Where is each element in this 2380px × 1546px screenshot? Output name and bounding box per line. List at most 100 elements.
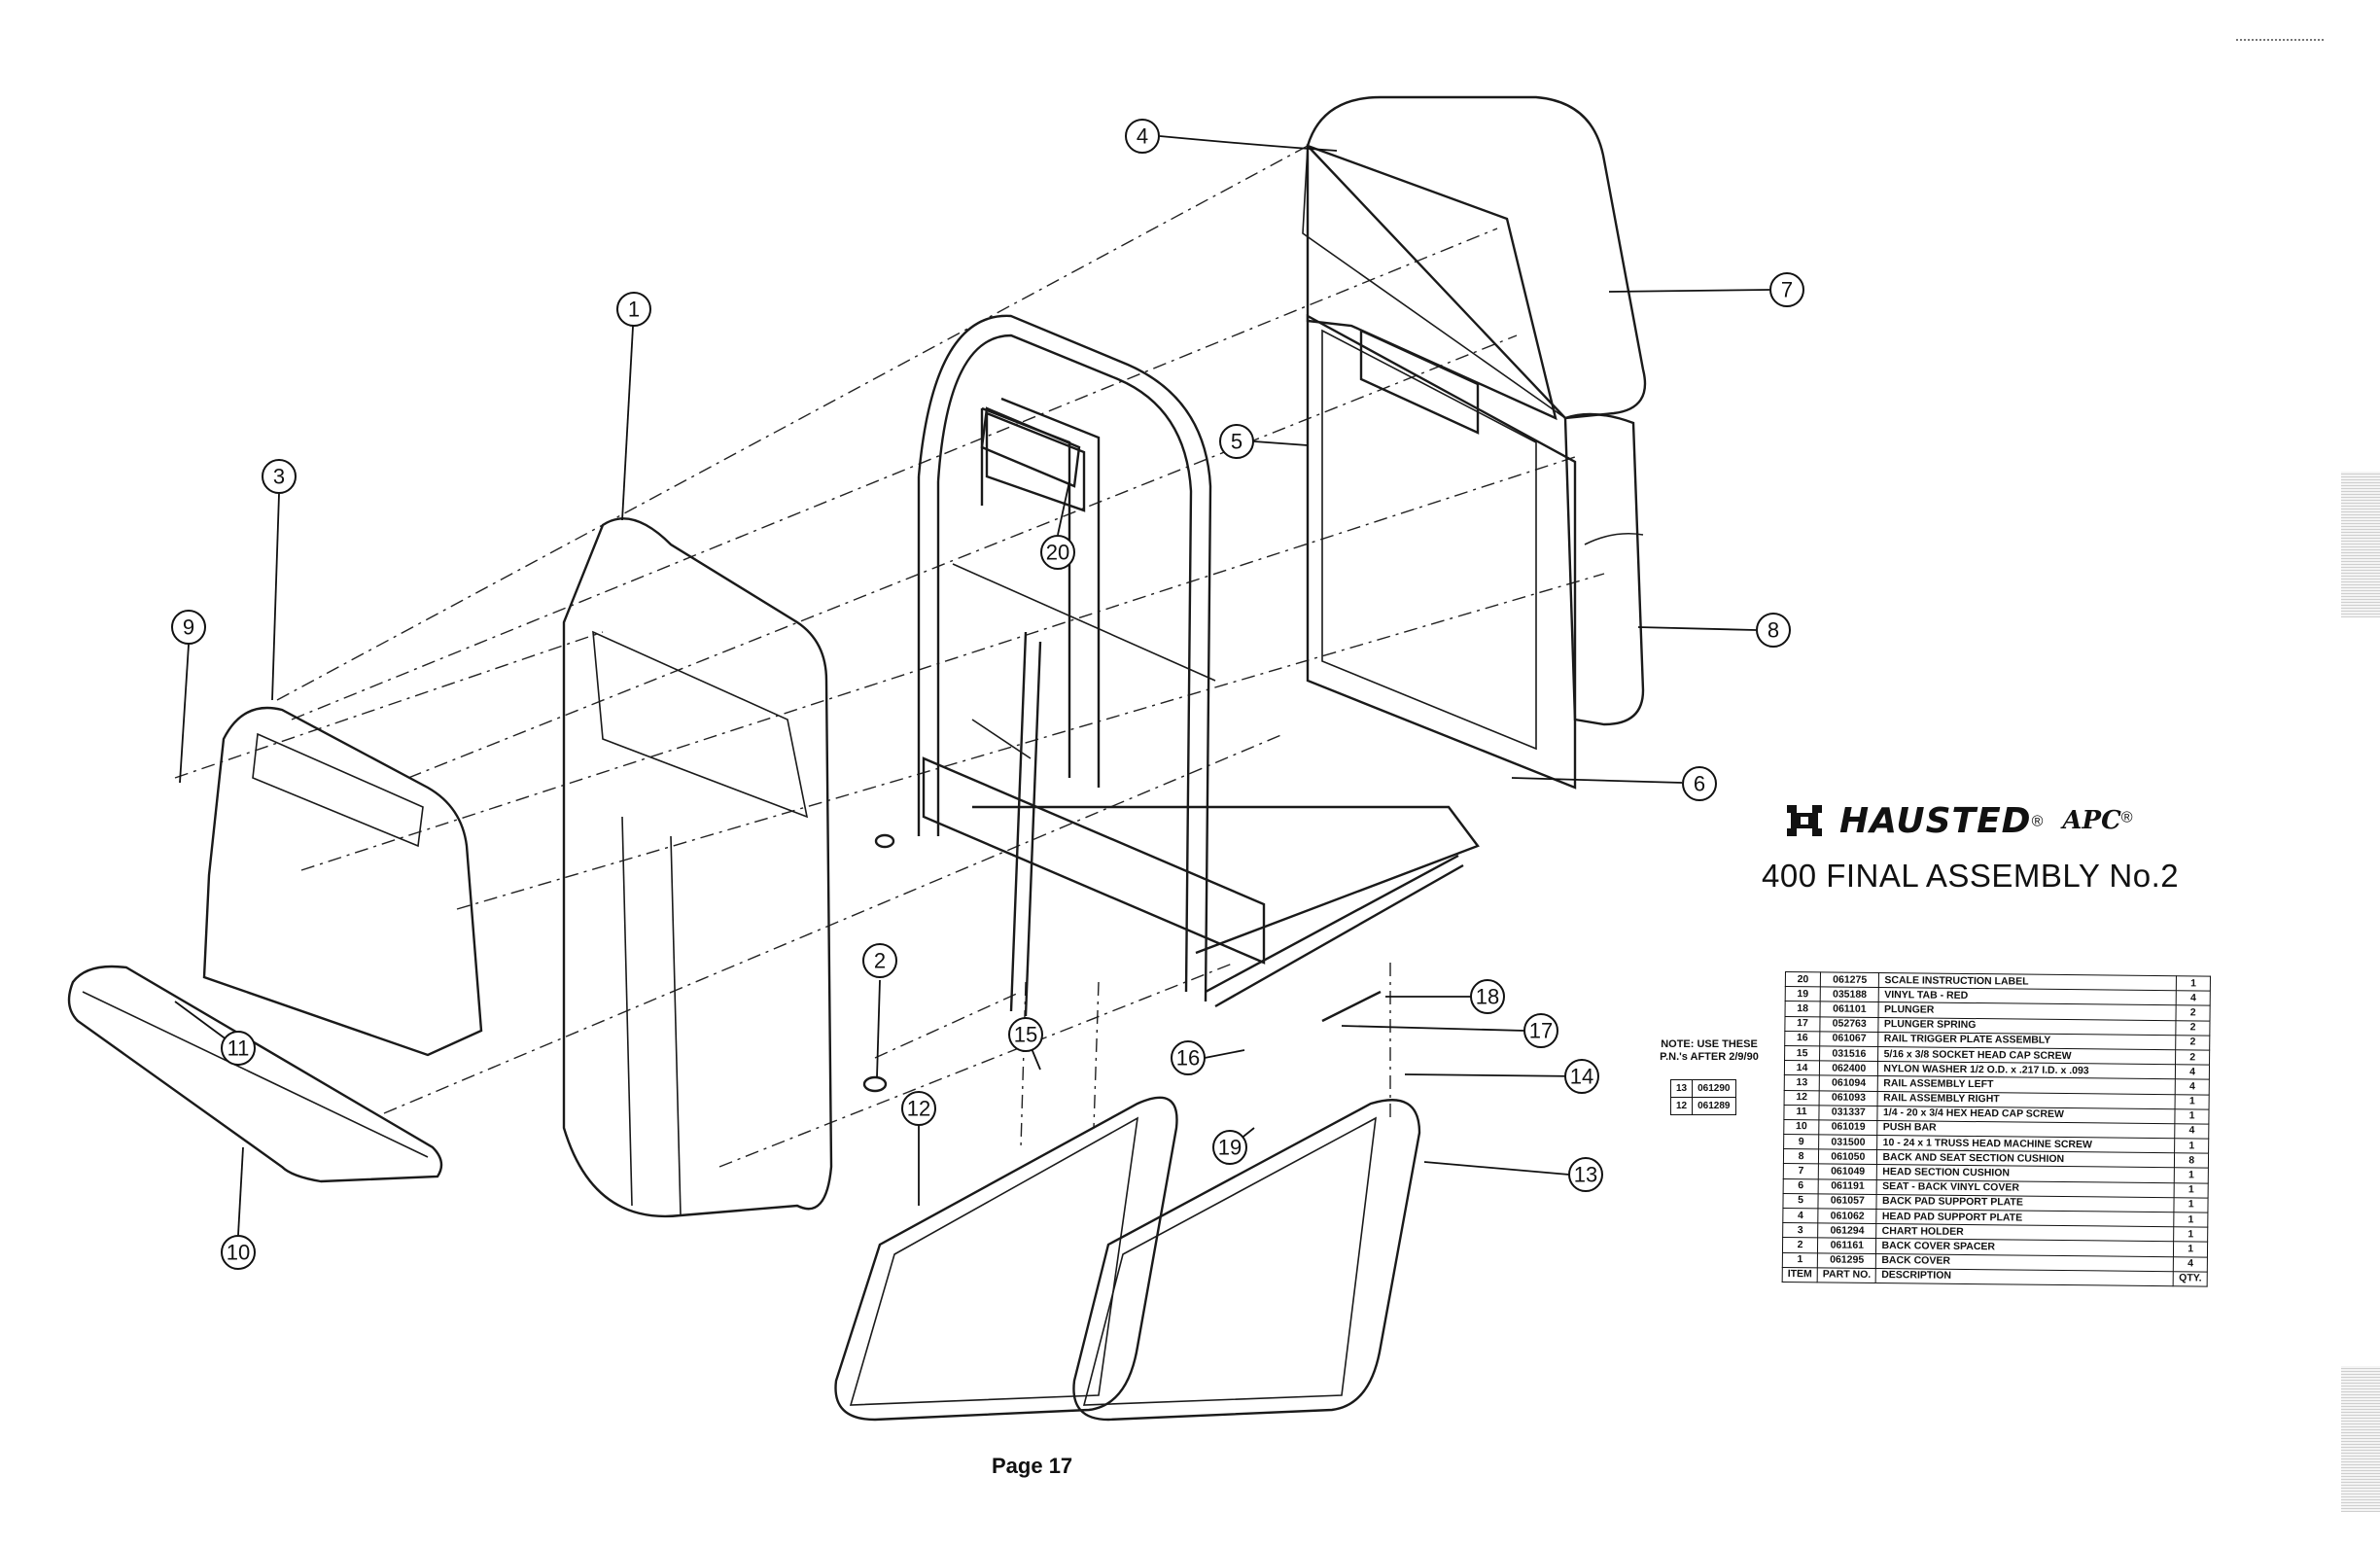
- svg-text:19: 19: [1218, 1136, 1242, 1160]
- item-cell: 9: [1783, 1134, 1819, 1150]
- scan-edge-mark: [2341, 472, 2380, 617]
- seat-back-vinyl-cover: [1321, 329, 1537, 751]
- plunger: [1321, 990, 1382, 1023]
- part-no-cell: 031516: [1819, 1045, 1879, 1062]
- svg-text:7: 7: [1781, 278, 1793, 302]
- svg-text:3: 3: [273, 465, 285, 489]
- assembly-title: 400 FINAL ASSEMBLY No.2: [1762, 858, 2180, 894]
- page-number: Page 17: [992, 1454, 1073, 1478]
- brand-block: HAUSTED® APC®: [1779, 795, 2133, 846]
- svg-text:8: 8: [1768, 618, 1779, 643]
- item-cell: 3: [1782, 1222, 1818, 1239]
- qty-cell: 2: [2176, 1005, 2210, 1021]
- item-cell: 10: [1783, 1119, 1819, 1135]
- svg-text:10: 10: [227, 1241, 250, 1265]
- brand-model: APC®: [2062, 806, 2133, 835]
- item-cell: 13: [1784, 1074, 1820, 1091]
- callout-20: 20: [1040, 535, 1075, 570]
- callout-3: 3: [262, 459, 297, 494]
- scale-instruction-label: [980, 406, 1081, 488]
- scan-corner-mark: [2236, 39, 2324, 41]
- callout-5: 5: [1219, 424, 1254, 459]
- qty-cell: 4: [2176, 990, 2211, 1006]
- callout-14: 14: [1564, 1059, 1599, 1094]
- callout-12: 12: [901, 1091, 936, 1126]
- svg-text:12: 12: [907, 1097, 930, 1121]
- qty-cell: 8: [2174, 1152, 2209, 1169]
- item-cell: 5: [1782, 1193, 1819, 1209]
- qty-cell: 4: [2175, 1079, 2210, 1095]
- item-cell: 4: [1782, 1208, 1819, 1224]
- table-row: 12 061289: [1669, 1097, 1736, 1115]
- qty-cell: 1: [2173, 1242, 2208, 1257]
- svg-text:13: 13: [1574, 1163, 1597, 1187]
- item-cell: 14: [1784, 1060, 1820, 1076]
- part-no-cell: 061019: [1818, 1119, 1878, 1136]
- part-no-cell: 061191: [1818, 1178, 1877, 1195]
- callout-19: 19: [1212, 1130, 1247, 1165]
- callout-leaders: [174, 135, 1770, 1236]
- part-number-note: NOTE: USE THESE P.N.'s AFTER 2/9/90: [1660, 1038, 1759, 1063]
- svg-text:9: 9: [183, 615, 194, 640]
- part-no-cell: 035188: [1820, 987, 1879, 1002]
- item-cell: 8: [1783, 1148, 1819, 1165]
- qty-header: QTY.: [2173, 1271, 2208, 1286]
- callouts: 1 2 3 4 5 6 7 8 9 10 11 12 13 14 15 16 1…: [171, 119, 1804, 1270]
- svg-text:16: 16: [1176, 1046, 1200, 1071]
- part-no-cell: 061093: [1819, 1090, 1878, 1107]
- description-header: DESCRIPTION: [1875, 1268, 2174, 1286]
- svg-text:20: 20: [1046, 541, 1069, 565]
- qty-cell: 4: [2175, 1064, 2210, 1080]
- svg-text:4: 4: [1137, 124, 1148, 149]
- hausted-logo-icon: [1787, 805, 1822, 836]
- callout-4: 4: [1125, 119, 1160, 154]
- callout-10: 10: [221, 1235, 256, 1270]
- qty-cell: 2: [2176, 1035, 2210, 1051]
- assembly-axis-lines: [174, 145, 1605, 1168]
- qty-cell: 1: [2175, 1138, 2209, 1154]
- qty-cell: 2: [2176, 1049, 2210, 1066]
- callout-15: 15: [1008, 1017, 1043, 1052]
- svg-text:18: 18: [1476, 985, 1499, 1009]
- callout-6: 6: [1682, 766, 1717, 801]
- svg-text:14: 14: [1570, 1065, 1593, 1089]
- item-cell: 19: [1785, 986, 1821, 1002]
- scan-edge-mark: [2341, 1366, 2380, 1512]
- svg-text:17: 17: [1529, 1019, 1553, 1043]
- callout-7: 7: [1769, 272, 1804, 307]
- item-cell: 12: [1669, 1097, 1694, 1115]
- callout-1: 1: [616, 292, 651, 327]
- callout-9: 9: [171, 610, 206, 645]
- brand-name: HAUSTED®: [1839, 800, 2044, 841]
- item-cell: 7: [1783, 1163, 1819, 1179]
- callout-17: 17: [1523, 1013, 1558, 1048]
- callout-18: 18: [1470, 979, 1505, 1014]
- item-cell: 12: [1784, 1089, 1820, 1106]
- part-no-cell: 061290: [1692, 1079, 1736, 1098]
- item-cell: 11: [1783, 1105, 1820, 1120]
- item-cell: 13: [1669, 1079, 1694, 1098]
- part-no-cell: 061067: [1819, 1031, 1879, 1047]
- part-no-cell: 061161: [1817, 1238, 1877, 1254]
- qty-cell: 1: [2174, 1226, 2208, 1243]
- back-cover-spacer: [862, 833, 895, 1093]
- part-no-cell: 061275: [1820, 971, 1879, 988]
- part-no-header: PART NO.: [1817, 1267, 1876, 1283]
- head-pad-support-plate: [1306, 144, 1558, 435]
- item-cell: 2: [1782, 1237, 1818, 1253]
- part-no-cell: 052763: [1819, 1016, 1879, 1033]
- back-seat-section-cushion: [1563, 412, 1645, 726]
- svg-text:2: 2: [874, 949, 886, 973]
- qty-cell: 1: [2174, 1168, 2209, 1183]
- svg-text:5: 5: [1231, 430, 1242, 454]
- qty-cell: 1: [2175, 1108, 2209, 1124]
- item-cell: 1: [1782, 1252, 1818, 1268]
- qty-cell: 4: [2173, 1256, 2208, 1272]
- item-cell: 6: [1783, 1178, 1819, 1194]
- callout-13: 13: [1568, 1157, 1603, 1192]
- qty-cell: 1: [2174, 1197, 2208, 1213]
- push-bar: [67, 965, 443, 1183]
